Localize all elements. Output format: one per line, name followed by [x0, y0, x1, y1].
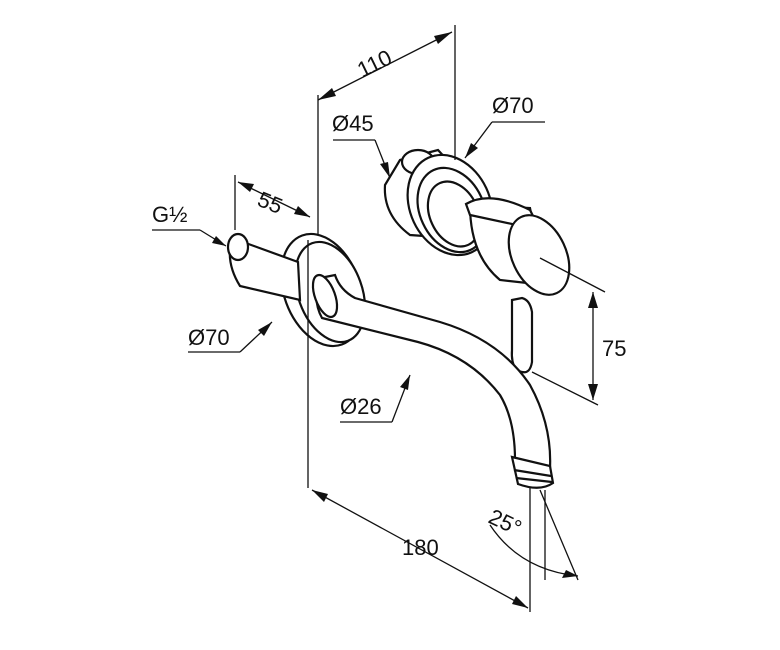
- angle-25-label: 25°: [485, 504, 526, 541]
- dim-110-label: 110: [353, 45, 395, 83]
- dim-180-label: 180: [402, 535, 439, 560]
- thread-label: G½: [152, 202, 187, 227]
- faucet-body: [226, 148, 571, 489]
- dim-75-label: 75: [602, 336, 626, 361]
- dia-45-label: Ø45: [332, 111, 374, 136]
- threaded-stub: [226, 232, 302, 302]
- aerator: [510, 455, 555, 489]
- dimension-lines: [152, 25, 606, 612]
- lever: [510, 296, 534, 374]
- dia-26-label: Ø26: [340, 394, 382, 419]
- dia-70-top-label: Ø70: [492, 93, 534, 118]
- handle-cylinder: [464, 197, 571, 296]
- dia-70-left-label: Ø70: [188, 325, 230, 350]
- dim-55-label: 55: [254, 186, 286, 218]
- dimension-labels: 110 Ø45 Ø70 55 G½ Ø70 75 Ø26 25° 180: [152, 45, 626, 560]
